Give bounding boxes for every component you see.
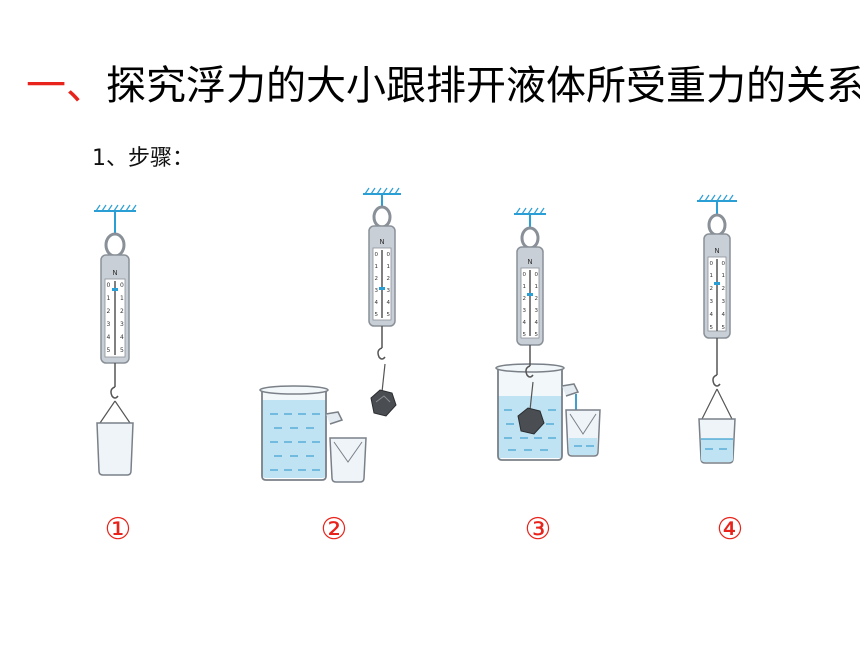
svg-text:4: 4 xyxy=(120,334,124,341)
scale-pointer xyxy=(527,293,533,296)
svg-text:4: 4 xyxy=(722,312,726,318)
scale-ring xyxy=(104,232,126,258)
scale-pointer xyxy=(112,288,118,291)
svg-text:2: 2 xyxy=(375,276,379,282)
scale-ring xyxy=(372,205,392,229)
svg-text:2: 2 xyxy=(387,276,391,282)
scale-unit-label: N xyxy=(112,269,117,277)
svg-text:1: 1 xyxy=(107,295,111,302)
svg-text:5: 5 xyxy=(120,347,124,354)
scale-hook xyxy=(712,374,721,387)
step-number-4: ④ xyxy=(716,512,744,547)
svg-text:0: 0 xyxy=(107,282,111,289)
title-prefix: 一、 xyxy=(26,63,106,109)
svg-text:4: 4 xyxy=(107,334,111,341)
overflow-beaker xyxy=(259,385,344,481)
svg-text:2: 2 xyxy=(523,296,527,302)
ceiling-mount xyxy=(514,207,546,228)
svg-text:0: 0 xyxy=(387,252,391,258)
scale-unit-label: N xyxy=(714,247,719,255)
step-number-3: ③ xyxy=(524,512,552,547)
svg-text:0: 0 xyxy=(722,261,726,267)
small-beaker-with-water xyxy=(565,409,601,457)
svg-text:5: 5 xyxy=(710,325,714,331)
svg-text:5: 5 xyxy=(535,332,539,338)
svg-text:3: 3 xyxy=(387,288,391,294)
step-number-1: ① xyxy=(104,512,132,547)
svg-text:0: 0 xyxy=(120,282,124,289)
svg-text:5: 5 xyxy=(375,312,379,318)
small-beaker-with-water xyxy=(698,418,736,464)
figure-step-1: N 0 1 2 3 4 5 0 1 2 3 4 5 xyxy=(94,204,137,476)
svg-text:5: 5 xyxy=(387,312,391,318)
svg-text:4: 4 xyxy=(387,300,391,306)
svg-text:2: 2 xyxy=(722,286,726,292)
svg-text:0: 0 xyxy=(523,272,527,278)
figure-step-2: N 0 1 2 3 4 5 0 1 2 3 4 5 xyxy=(259,187,401,483)
title-main: 探究浮力的大小跟排开液体所受重力的关系 xyxy=(106,63,860,109)
svg-text:1: 1 xyxy=(120,295,124,302)
scale-ring xyxy=(707,213,727,237)
svg-text:5: 5 xyxy=(523,332,527,338)
scale-pointer xyxy=(379,287,385,290)
scale-unit-label: N xyxy=(527,258,532,266)
svg-text:3: 3 xyxy=(535,308,539,314)
svg-text:3: 3 xyxy=(523,308,527,314)
svg-text:1: 1 xyxy=(375,264,379,270)
svg-text:1: 1 xyxy=(710,273,714,279)
small-beaker-empty xyxy=(329,437,367,483)
svg-text:2: 2 xyxy=(120,308,124,315)
ceiling-mount xyxy=(363,187,401,207)
stone xyxy=(370,389,397,417)
svg-text:4: 4 xyxy=(523,320,527,326)
ceiling-mount xyxy=(94,204,137,235)
figure-step-4: N 0 1 2 3 4 5 0 1 2 3 4 5 xyxy=(697,194,737,464)
svg-text:0: 0 xyxy=(710,261,714,267)
svg-text:2: 2 xyxy=(710,286,714,292)
scale-pointer xyxy=(714,282,720,285)
svg-text:4: 4 xyxy=(535,320,539,326)
scale-hook xyxy=(110,386,119,399)
svg-text:5: 5 xyxy=(722,325,726,331)
scale-tick-labels: 0 1 2 3 4 5 0 1 2 3 4 5 xyxy=(523,272,539,338)
svg-text:1: 1 xyxy=(387,264,391,270)
ceiling-mount xyxy=(697,194,737,215)
small-beaker-empty xyxy=(96,422,134,476)
svg-text:1: 1 xyxy=(722,273,726,279)
svg-text:3: 3 xyxy=(107,321,111,328)
scale-tick-labels: 0 1 2 3 4 5 0 1 2 3 4 5 xyxy=(375,252,391,318)
svg-text:3: 3 xyxy=(710,299,714,305)
svg-text:1: 1 xyxy=(523,284,527,290)
slide-title: 一、探究浮力的大小跟排开液体所受重力的关系 xyxy=(26,62,860,110)
step-number-2: ② xyxy=(320,512,348,547)
svg-text:4: 4 xyxy=(710,312,714,318)
svg-text:3: 3 xyxy=(722,299,726,305)
svg-text:2: 2 xyxy=(535,296,539,302)
scale-ring xyxy=(520,226,540,250)
scale-tick-labels: 0 1 2 3 4 5 0 1 2 3 4 5 xyxy=(107,282,125,354)
scale-tick-labels: 0 1 2 3 4 5 0 1 2 3 4 5 xyxy=(710,261,726,331)
svg-text:4: 4 xyxy=(375,300,379,306)
figure-step-3: N 0 1 2 3 4 5 0 1 2 3 4 5 xyxy=(495,207,601,461)
scale-unit-label: N xyxy=(379,238,384,246)
svg-text:3: 3 xyxy=(120,321,124,328)
scale-hook xyxy=(525,365,534,378)
stone xyxy=(517,407,545,435)
svg-text:2: 2 xyxy=(107,308,111,315)
svg-text:0: 0 xyxy=(375,252,379,258)
svg-text:0: 0 xyxy=(535,272,539,278)
svg-text:1: 1 xyxy=(535,284,539,290)
svg-text:3: 3 xyxy=(375,288,379,294)
svg-text:5: 5 xyxy=(107,347,111,354)
scale-hook xyxy=(377,347,386,360)
steps-subtitle: 1、步骤： xyxy=(92,146,194,171)
